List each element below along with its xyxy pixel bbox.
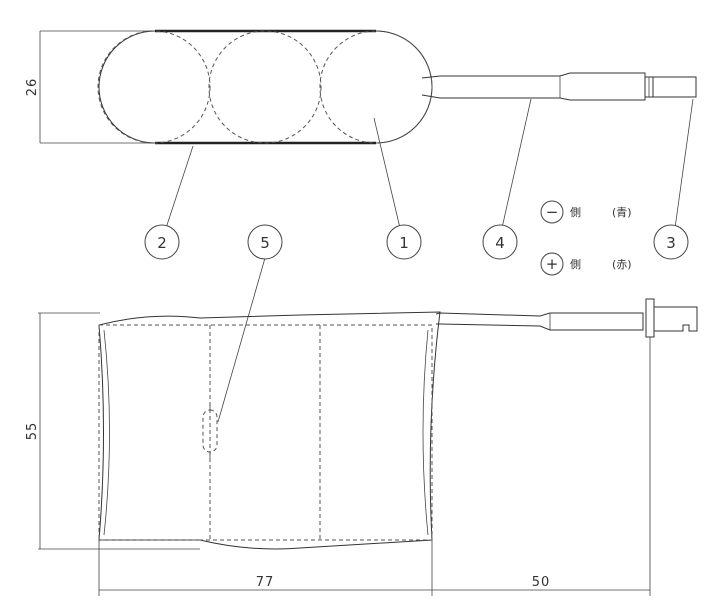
side-connector-flange: [645, 298, 655, 338]
svg-text:4: 4: [495, 234, 505, 252]
dim-side-height-label: 55: [25, 422, 40, 441]
cell-3-outline: [319, 30, 433, 144]
side-view-cells: [98, 324, 433, 541]
top-lead-wire: [421, 72, 646, 101]
balloon-2: 2: [144, 224, 180, 260]
legend-positive: + 側 (赤): [540, 252, 632, 276]
positive-icon: [540, 252, 564, 276]
balloon-5: 5: [247, 224, 283, 260]
svg-text:側: 側: [570, 206, 581, 219]
side-lead-wire: [435, 312, 644, 331]
svg-text:(赤): (赤): [612, 258, 632, 271]
side-connector-head: [653, 306, 698, 332]
side-right-curve: [422, 329, 429, 536]
svg-text:側: 側: [570, 258, 581, 271]
cell-2-outline: [208, 30, 322, 144]
top-connector-head: [652, 76, 697, 98]
top-view-outline: [98, 30, 433, 144]
svg-text:3: 3: [666, 234, 676, 252]
balloon-3: 3: [653, 224, 689, 260]
dim-top-height-label: 26: [25, 78, 40, 97]
svg-text:1: 1: [399, 234, 409, 252]
svg-text:(青): (青): [612, 206, 632, 219]
side-left-curve: [103, 329, 110, 536]
leader-3: [674, 98, 694, 229]
dim-body-length-label: 77: [256, 575, 275, 590]
balloon-1: 1: [386, 224, 422, 260]
leader-2: [165, 145, 194, 229]
leader-1: [373, 117, 401, 229]
balloon-4: 4: [482, 224, 518, 260]
leader-5: [217, 257, 266, 423]
negative-icon: [540, 200, 564, 224]
svg-text:+: +: [546, 255, 559, 273]
svg-text:5: 5: [260, 234, 270, 252]
leader-4: [501, 98, 532, 229]
dim-lead-length-label: 50: [532, 575, 551, 590]
legend-negative: − 側 (青): [540, 200, 632, 224]
side-view-body: [98, 311, 441, 550]
top-view: 26: [25, 29, 697, 145]
svg-text:−: −: [546, 203, 559, 221]
svg-text:2: 2: [157, 234, 167, 252]
side-view: 55 77 50: [25, 298, 698, 596]
